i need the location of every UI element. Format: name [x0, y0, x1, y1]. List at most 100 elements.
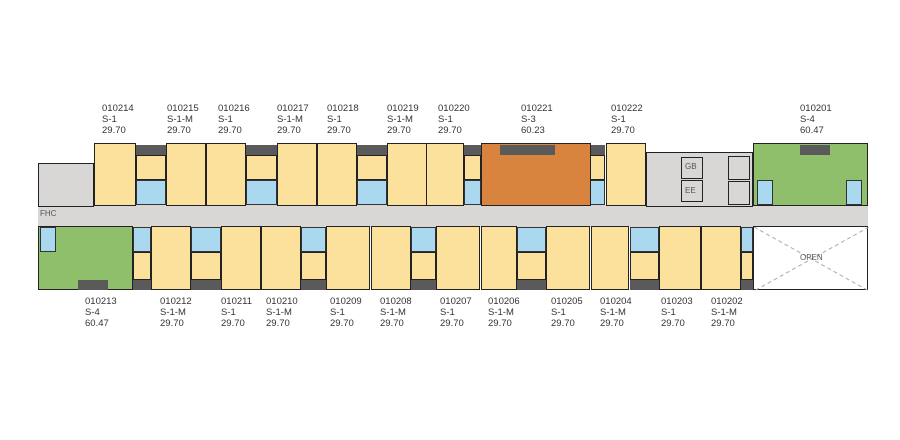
open-area: [753, 226, 869, 291]
unit-type: S-1-M: [488, 307, 514, 318]
unit-id: 010203: [661, 296, 693, 307]
elevator: [728, 181, 750, 205]
unit-010218[interactable]: [317, 143, 357, 206]
stair-left: [38, 163, 94, 207]
balcony: [357, 145, 387, 155]
unit-type: S-1: [102, 114, 117, 125]
unit-area: 60.47: [800, 125, 824, 136]
unit-area: 29.70: [167, 125, 191, 136]
gb-label: GB: [685, 162, 697, 171]
bathroom: [40, 227, 56, 252]
unit-type: S-1: [327, 114, 342, 125]
unit-010219[interactable]: [387, 143, 427, 206]
unit-area: 29.70: [221, 318, 245, 329]
foyer: [741, 252, 753, 280]
unit-type: S-1: [330, 307, 345, 318]
unit-010216[interactable]: [206, 143, 246, 206]
balcony: [78, 280, 108, 290]
bathroom: [630, 227, 659, 252]
unit-type: S-4: [85, 307, 100, 318]
unit-id: 010213: [85, 296, 117, 307]
gb-room: [681, 157, 703, 179]
unit-010212[interactable]: [151, 226, 191, 290]
unit-010210[interactable]: [261, 226, 301, 290]
balcony: [191, 280, 221, 290]
unit-type: S-4: [800, 114, 815, 125]
unit-id: 010217: [277, 103, 309, 114]
unit-010207[interactable]: [436, 226, 480, 290]
unit-010222[interactable]: [606, 143, 646, 206]
unit-area: 29.70: [330, 318, 354, 329]
unit-type: S-1-M: [277, 114, 303, 125]
unit-area: 29.70: [327, 125, 351, 136]
bathroom: [411, 227, 436, 252]
unit-id: 010214: [102, 103, 134, 114]
unit-id: 010208: [380, 296, 412, 307]
foyer: [630, 252, 659, 280]
unit-id: 010202: [711, 296, 743, 307]
ee-label: EE: [685, 186, 696, 195]
bathroom: [246, 180, 277, 205]
balcony: [301, 280, 326, 290]
unit-010215[interactable]: [166, 143, 206, 206]
unit-area: 29.70: [160, 318, 184, 329]
bathroom: [357, 180, 387, 205]
bathroom: [757, 180, 773, 205]
unit-id: 010209: [330, 296, 362, 307]
bathroom: [133, 227, 151, 252]
unit-id: 010201: [800, 103, 832, 114]
unit-type: S-1-M: [600, 307, 626, 318]
foyer: [133, 252, 151, 280]
foyer: [246, 155, 277, 180]
unit-010211[interactable]: [221, 226, 261, 290]
unit-010205[interactable]: [546, 226, 590, 290]
unit-type: S-1: [661, 307, 676, 318]
unit-010203[interactable]: [659, 226, 701, 290]
unit-010209[interactable]: [326, 226, 370, 290]
unit-area: 29.70: [218, 125, 242, 136]
unit-type: S-1: [221, 307, 236, 318]
unit-id: 010221: [521, 103, 553, 114]
bathroom: [191, 227, 221, 252]
unit-010206[interactable]: [481, 226, 517, 290]
balcony: [517, 280, 546, 290]
unit-010217[interactable]: [277, 143, 317, 206]
unit-area: 60.47: [85, 318, 109, 329]
unit-type: S-1-M: [711, 307, 737, 318]
unit-id: 010210: [266, 296, 298, 307]
balcony: [464, 145, 481, 155]
elevator: [728, 156, 750, 180]
unit-area: 29.70: [488, 318, 512, 329]
unit-id: 010206: [488, 296, 520, 307]
unit-area: 29.70: [277, 125, 301, 136]
unit-010204[interactable]: [591, 226, 629, 290]
foyer: [136, 155, 166, 180]
balcony: [500, 145, 555, 155]
balcony: [133, 280, 151, 290]
foyer: [411, 252, 436, 280]
foyer: [464, 155, 481, 180]
unit-area: 29.70: [551, 318, 575, 329]
ee-room: [681, 180, 703, 202]
unit-010214[interactable]: [94, 143, 136, 206]
bathroom: [846, 180, 862, 205]
balcony: [630, 280, 659, 290]
bathroom: [741, 227, 753, 252]
unit-id: 010207: [440, 296, 472, 307]
unit-010208[interactable]: [371, 226, 411, 290]
foyer: [517, 252, 546, 280]
unit-010220[interactable]: [426, 143, 464, 206]
unit-area: 60.23: [521, 125, 545, 136]
unit-id: 010218: [327, 103, 359, 114]
unit-010202[interactable]: [701, 226, 741, 290]
unit-id: 010211: [221, 296, 252, 307]
